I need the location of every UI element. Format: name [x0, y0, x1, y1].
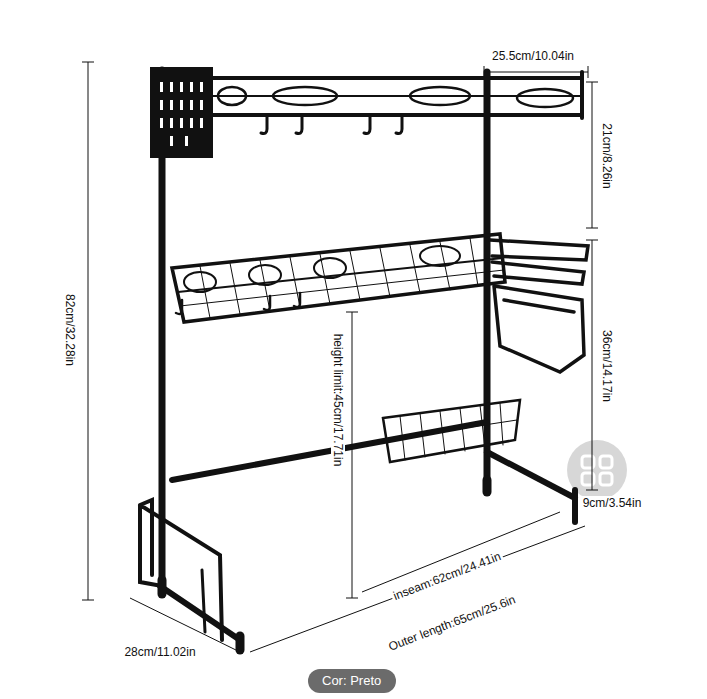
dimension-lines [82, 62, 598, 652]
dimension-label: 28cm/11.02in [122, 645, 197, 659]
dimension-label: height limit:45cm/17.71in [331, 332, 345, 469]
dimension-label: 25.5cm/10.04in [490, 49, 576, 63]
rack [140, 67, 588, 650]
dimension-label: 9cm/3.54in [581, 496, 644, 510]
dimension-label: 21cm/8.26in [600, 121, 614, 190]
dimension-label: 36cm/14.17in [600, 328, 614, 404]
pill-text: Cor: Preto [322, 673, 382, 689]
dimension-label: inseam:62cm/24.41in [389, 548, 504, 603]
color-pill: Cor: Preto [308, 669, 396, 693]
dimension-label: 82cm/32.28in [63, 292, 77, 368]
dimension-label: Outer length:65cm/25.6in [385, 592, 520, 655]
